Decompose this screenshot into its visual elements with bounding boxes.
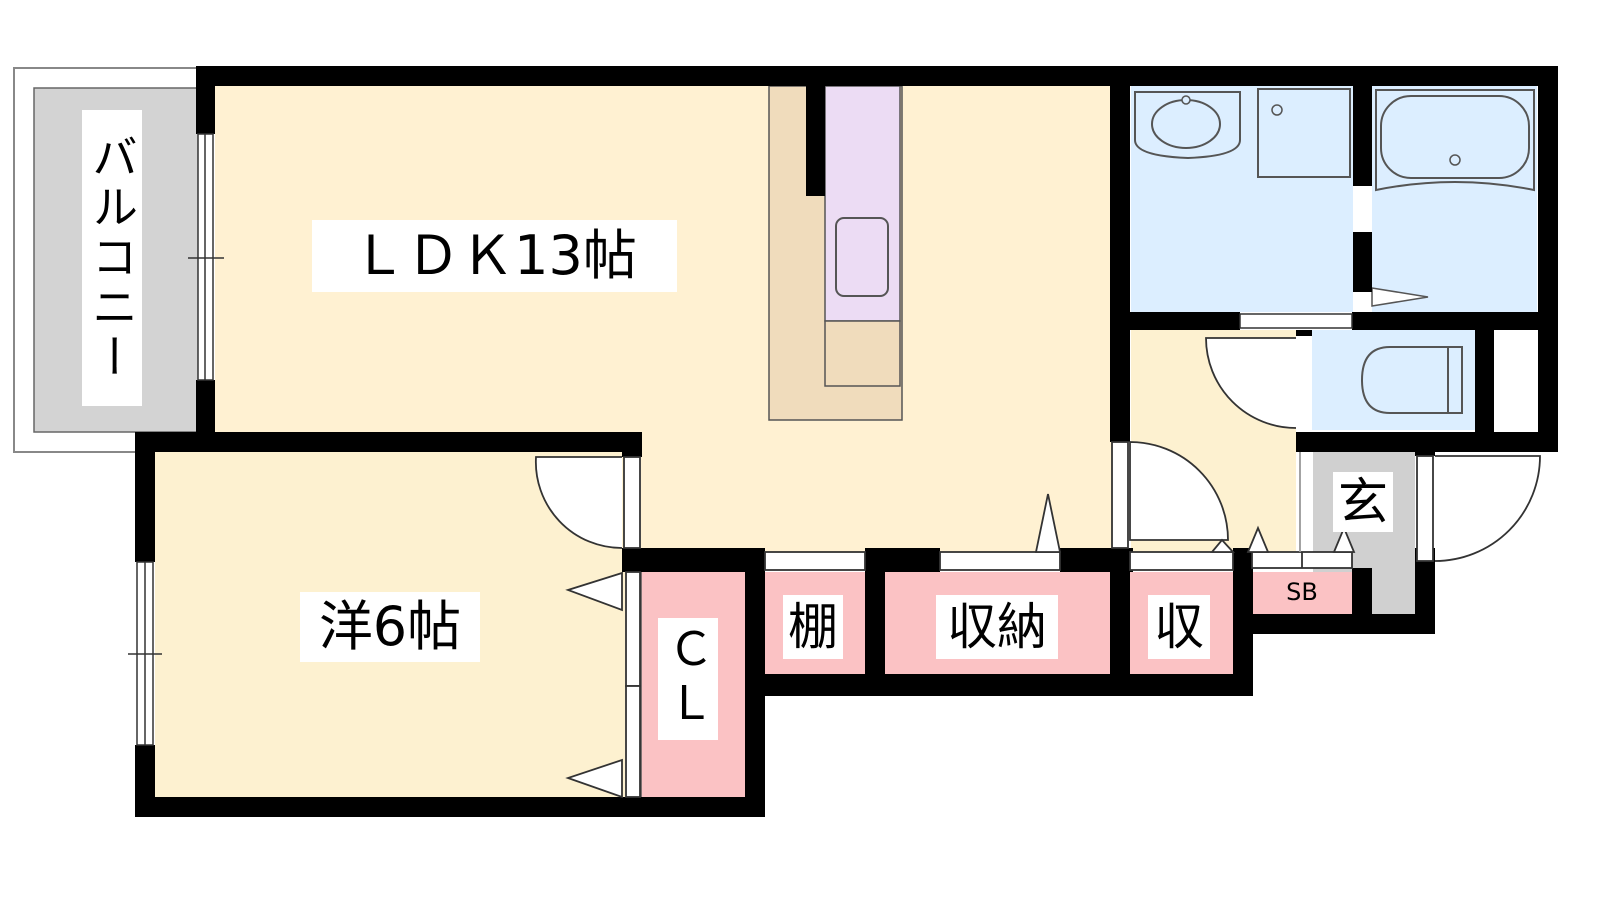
label-balcony: バルコニー xyxy=(82,110,142,406)
label-storage: 収納 xyxy=(936,595,1058,659)
bathroom xyxy=(1371,86,1537,312)
washing-machine-icon xyxy=(1257,88,1351,178)
label-entrance: 玄 xyxy=(1333,472,1393,532)
label-small-storage: 収 xyxy=(1148,595,1210,659)
label-western-room: 洋6帖 xyxy=(300,592,480,662)
label-shoe-box: SB xyxy=(1279,575,1325,609)
label-ldk: ＬＤＫ13帖 xyxy=(312,220,677,292)
washroom xyxy=(1131,86,1353,312)
toilet-room xyxy=(1312,330,1537,430)
sink-icon xyxy=(835,217,889,297)
label-closet: ＣＬ xyxy=(658,618,718,740)
kitchen-counter xyxy=(768,85,903,421)
toilet-icon xyxy=(1360,346,1449,414)
doors xyxy=(534,337,1541,799)
windows xyxy=(128,133,1353,746)
label-shelf: 棚 xyxy=(783,595,843,659)
walls xyxy=(135,66,1558,817)
